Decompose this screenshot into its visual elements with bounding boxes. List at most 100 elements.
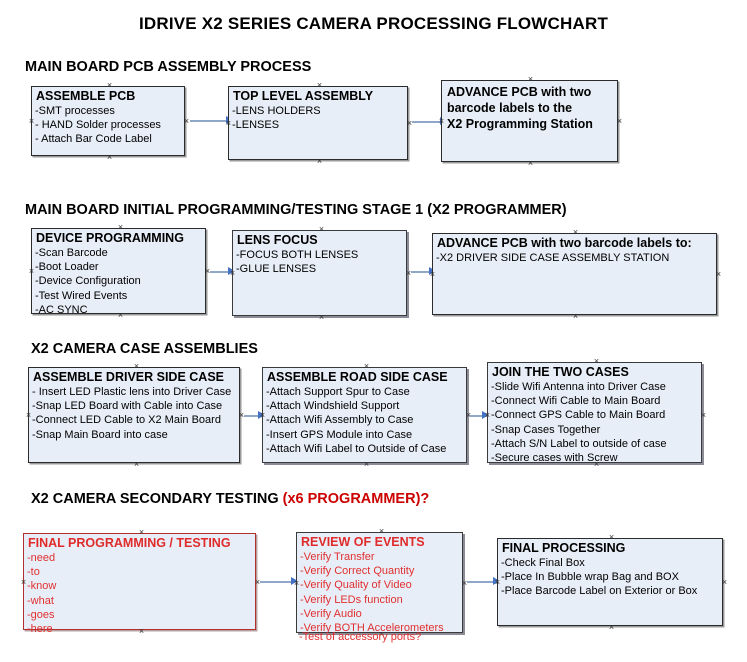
box-title: JOIN THE TWO CASES [492, 365, 629, 379]
connection-handle-top[interactable] [527, 76, 534, 83]
connection-handle-left[interactable] [293, 580, 300, 587]
connection-handle-top[interactable] [593, 358, 600, 365]
box-top-level-assembly[interactable]: TOP LEVEL ASSEMBLY -LENS HOLDERS -LENSES [228, 86, 408, 160]
box-final-processing[interactable]: FINAL PROCESSING -Check Final Box -Place… [497, 538, 723, 626]
connection-handle-left[interactable] [494, 579, 501, 586]
box-line: -Secure cases with Screw [491, 452, 618, 465]
connection-handle-left[interactable] [484, 412, 491, 419]
box-title: ADVANCE PCB with two barcode labels to t… [442, 81, 617, 132]
box-line: -Snap Cases Together [491, 423, 601, 436]
connection-handle-top[interactable] [138, 529, 145, 536]
connector-line [244, 415, 262, 417]
box-advance-pcb-to-programming-station[interactable]: ADVANCE PCB with two barcode labels to t… [441, 80, 618, 162]
connection-handle-left[interactable] [225, 120, 232, 127]
connection-handle-top[interactable] [117, 224, 124, 231]
connection-handle-right[interactable] [183, 118, 190, 125]
box-line: -Attach Support Spur to Case [266, 386, 410, 398]
connection-handle-right[interactable] [715, 271, 722, 278]
connection-handle-right[interactable] [700, 412, 707, 419]
connection-handle-top[interactable] [572, 229, 579, 236]
connector-line [260, 581, 295, 583]
box-line: -Connect LED Cable to X2 Main Board [32, 414, 221, 427]
box-lines: -Scan Barcode -Boot Loader -Device Confi… [32, 246, 205, 317]
connection-handle-left[interactable] [28, 118, 35, 125]
box-line: - Insert LED Plastic lens into Driver Ca… [32, 386, 232, 398]
box-line: -Verify Audio [300, 607, 362, 620]
box-assemble-road-side-case[interactable]: ASSEMBLE ROAD SIDE CASE -Attach Support … [262, 367, 467, 463]
connection-handle-top[interactable] [318, 226, 325, 233]
box-line: -LENSES [232, 119, 280, 132]
box-line: -Device Configuration [35, 275, 141, 288]
box-lines: -X2 DRIVER SIDE CASE ASSEMBLY STATION [433, 251, 716, 265]
connection-handle-bottom[interactable] [117, 312, 124, 319]
connection-handle-right[interactable] [721, 579, 728, 586]
connection-handle-left[interactable] [25, 412, 32, 419]
box-line: -goes [27, 608, 55, 621]
box-title: DEVICE PROGRAMMING [36, 231, 184, 245]
connection-handle-bottom[interactable] [133, 461, 140, 468]
connection-handle-bottom[interactable] [593, 461, 600, 468]
connection-handle-bottom[interactable] [106, 154, 113, 161]
connection-handle-top[interactable] [378, 528, 385, 535]
box-join-the-two-cases[interactable]: JOIN THE TWO CASES -Slide Wifi Antenna i… [484, 362, 702, 465]
connection-handle-left[interactable] [438, 118, 445, 125]
connection-handle-bottom[interactable] [527, 160, 534, 167]
box-final-programming-testing[interactable]: FINAL PROGRAMMING / TESTING -need -to -k… [20, 533, 256, 635]
box-line: -Attach Wifi Label to Outside of Case [266, 442, 447, 455]
box-title: REVIEW OF EVENTS [301, 535, 425, 549]
connection-handle-left[interactable] [259, 412, 266, 419]
box-line: -Place In Bubble wrap Bag and BOX [501, 571, 679, 584]
box-advance-pcb-to-case-assembly[interactable]: ADVANCE PCB with two barcode labels to: … [432, 233, 717, 315]
box-line: - Attach Bar Code Label [35, 133, 152, 146]
connection-handle-top[interactable] [106, 82, 113, 89]
connection-handle-right[interactable] [616, 118, 623, 125]
connection-handle-top[interactable] [608, 534, 615, 541]
connector-line [411, 271, 433, 273]
box-title: LENS FOCUS [237, 233, 318, 247]
connection-handle-top[interactable] [316, 82, 323, 89]
connection-handle-bottom[interactable] [608, 624, 615, 631]
box-lens-focus[interactable]: LENS FOCUS -FOCUS BOTH LENSES -GLUE LENS… [232, 230, 407, 316]
box-lines: -Check Final Box -Place In Bubble wrap B… [498, 556, 722, 599]
box-device-programming[interactable]: DEVICE PROGRAMMING -Scan Barcode -Boot L… [28, 228, 206, 317]
connection-handle-top[interactable] [133, 363, 140, 370]
box-title: ASSEMBLE ROAD SIDE CASE [267, 370, 448, 384]
connection-handle-bottom[interactable] [138, 628, 145, 635]
box-lines: -need -to -know -what -goes -here [24, 551, 255, 636]
box-line: -Test Wired Events [35, 289, 128, 302]
connection-handle-left[interactable] [229, 270, 236, 277]
box-line: -need [27, 552, 56, 564]
box-line: -what [27, 594, 54, 607]
connection-handle-bottom[interactable] [316, 158, 323, 165]
connector-line [190, 120, 228, 122]
connection-handle-bottom[interactable] [318, 314, 325, 321]
box-line-overflow: -Test of accessory ports? [299, 631, 422, 643]
box-line: -Slide Wifi Antenna into Driver Case [491, 381, 666, 393]
section-heading-3: X2 CAMERA CASE ASSEMBLIES [31, 341, 258, 357]
box-line: -to [27, 566, 40, 579]
section-heading-1-text: MAIN BOARD PCB ASSEMBLY PROCESS [25, 59, 312, 75]
box-review-of-events[interactable]: REVIEW OF EVENTS -Verify Transfer -Verif… [293, 532, 463, 634]
connection-handle-bottom[interactable] [572, 313, 579, 320]
connection-handle-top[interactable] [363, 363, 370, 370]
box-line: -LENS HOLDERS [232, 105, 321, 117]
connection-handle-left[interactable] [429, 271, 436, 278]
connection-handle-left[interactable] [28, 268, 35, 275]
section-heading-2-text: MAIN BOARD INITIAL PROGRAMMING/TESTING S… [25, 202, 567, 218]
box-line: -Attach Wifi Assembly to Case [266, 414, 414, 427]
connection-handle-left[interactable] [20, 579, 27, 586]
box-title-line: X2 Programming Station [447, 117, 593, 131]
box-line: -here [27, 623, 53, 636]
box-lines: -Slide Wifi Antenna into Driver Case -Co… [488, 380, 701, 465]
box-assemble-driver-side-case[interactable]: ASSEMBLE DRIVER SIDE CASE - Insert LED P… [28, 367, 240, 463]
connection-handle-bottom[interactable] [363, 461, 370, 468]
box-lines: -SMT processes - HAND Solder processes -… [32, 104, 184, 147]
box-line: -X2 DRIVER SIDE CASE ASSEMBLY STATION [436, 252, 670, 264]
box-line: -Attach Windshield Support [266, 400, 400, 413]
box-line: -Snap Main Board into case [32, 428, 168, 441]
box-line: -Snap LED Board with Cable into Case [32, 400, 223, 413]
box-assemble-pcb[interactable]: ASSEMBLE PCB -SMT processes - HAND Solde… [31, 86, 185, 156]
box-title: FINAL PROCESSING [502, 541, 626, 555]
box-line: -Connect GPS Cable to Main Board [491, 409, 666, 422]
